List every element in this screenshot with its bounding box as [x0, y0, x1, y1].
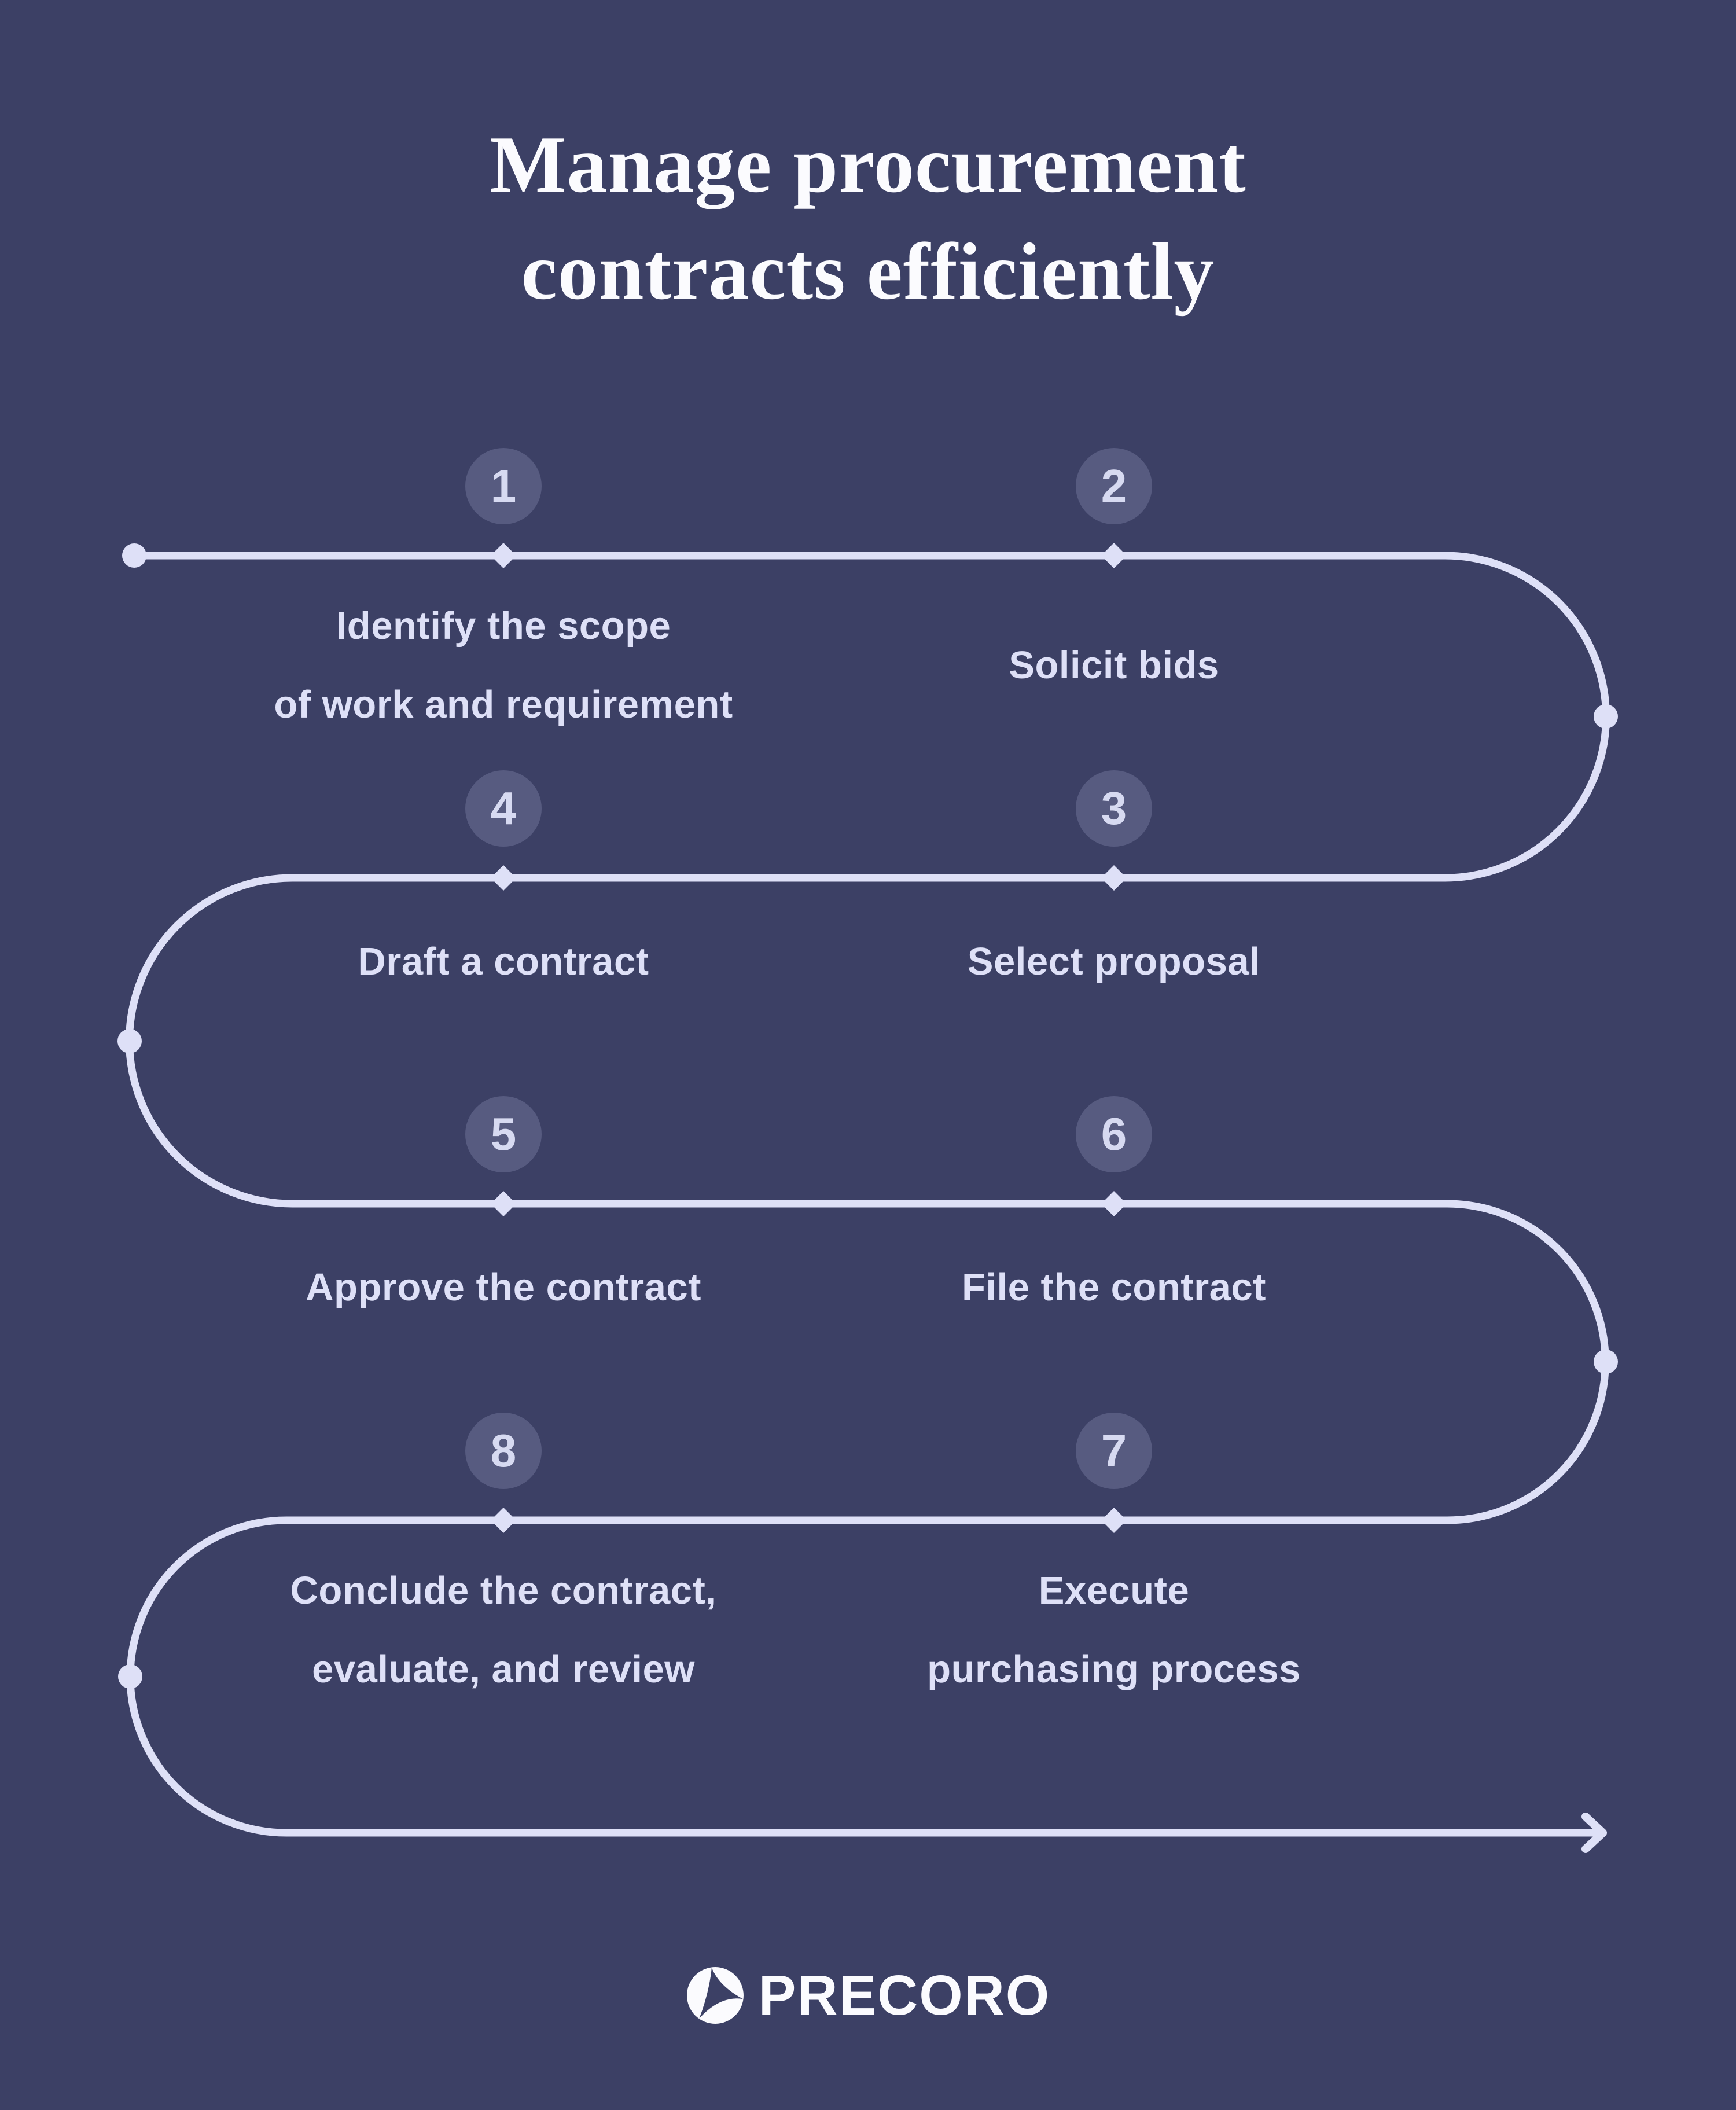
diamond-marker	[491, 1508, 516, 1533]
diamond-marker	[1101, 1191, 1127, 1216]
page-title-line1: Manage procurement	[490, 120, 1246, 209]
step-number: 5	[490, 1108, 517, 1160]
step-badge-7: 7	[1076, 1413, 1152, 1489]
page-title: Manage procurement contracts efficiently	[0, 111, 1736, 325]
step-number: 1	[490, 460, 517, 512]
diamond-marker	[1101, 1508, 1127, 1533]
step-label-conclude-contract: Conclude the contract, evaluate, and rev…	[290, 1569, 717, 1691]
step-label-select-proposal: Select proposal	[967, 940, 1261, 983]
arc-dot	[1594, 704, 1618, 729]
step-badge-8: 8	[465, 1413, 542, 1489]
step-label-execute-purchasing: Execute purchasing process	[927, 1569, 1301, 1691]
step-label-solicit-bids: Solicit bids	[1009, 644, 1219, 687]
step-label-approve-contract: Approve the contract	[306, 1266, 701, 1309]
step-label-file-contract: File the contract	[962, 1266, 1266, 1309]
page-title-line2: contracts efficiently	[521, 227, 1215, 317]
step-badge-5: 5	[465, 1096, 542, 1172]
step-badge-2: 2	[1076, 448, 1152, 524]
diamond-marker	[1101, 865, 1127, 891]
step-badge-6: 6	[1076, 1096, 1152, 1172]
start-dot	[122, 543, 146, 568]
step-label-draft-contract: Draft a contract	[358, 940, 649, 983]
precoro-logo: PRECORO	[0, 1963, 1736, 2028]
step-label-identify-scope: Identify the scope of work and requireme…	[274, 604, 733, 726]
diamond-marker	[491, 865, 516, 891]
step-badge-4: 4	[465, 770, 542, 847]
logo-wordmark: PRECORO	[758, 1964, 1051, 2027]
logo-mark-icon	[686, 1967, 744, 2024]
arc-dot	[1594, 1350, 1618, 1374]
arc-dot	[118, 1664, 142, 1689]
step-number: 3	[1101, 782, 1127, 834]
step-number: 4	[490, 782, 517, 834]
step-number: 2	[1101, 460, 1127, 512]
diamond-marker	[491, 543, 516, 568]
flow-path	[126, 552, 1610, 1837]
step-number: 8	[490, 1425, 517, 1476]
step-badge-1: 1	[465, 448, 542, 524]
arc-dot	[117, 1029, 142, 1053]
step-badge-3: 3	[1076, 770, 1152, 847]
step-number: 7	[1101, 1425, 1127, 1476]
diamond-marker	[1101, 543, 1127, 568]
diamond-marker	[491, 1191, 516, 1216]
arrow-icon	[1581, 1813, 1607, 1853]
step-number: 6	[1101, 1108, 1127, 1160]
